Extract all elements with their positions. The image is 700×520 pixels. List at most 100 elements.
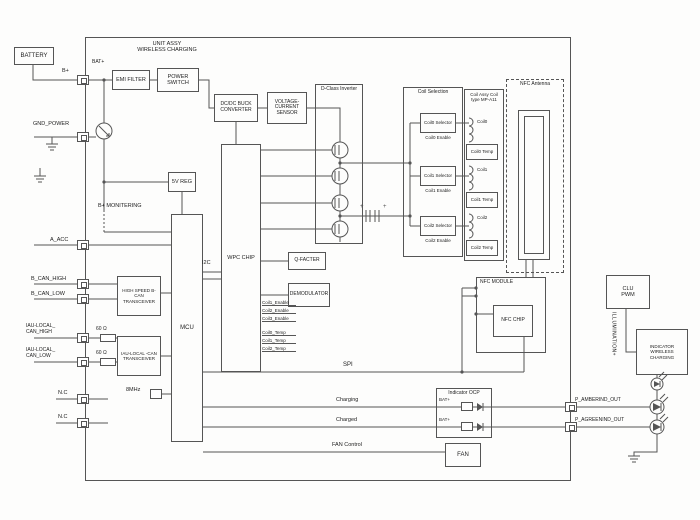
net-coil3-enable: Coil3_Enable <box>262 316 296 323</box>
nfc-antenna-loop-inner <box>524 116 544 254</box>
coil1-selector-box: Coil1 Selector <box>420 166 456 186</box>
reg-5v-block: 5V REG <box>168 172 196 192</box>
bcan-transceiver-block: HIGH SPEED B-CAN TRANSCEIVER <box>117 276 161 316</box>
indicator-wireless-label: INDICATOR WIRELESS CHARGING <box>649 344 675 360</box>
coil2-selector-box: Coil2 Selector <box>420 216 456 236</box>
iau-can-transceiver-block: IAU-LOCAL -CAN TRANSCEIVER <box>117 336 161 376</box>
charged-label: Charged <box>336 417 358 423</box>
ocp-bat2-label: BAT+ <box>439 417 451 422</box>
connector-iau-can-high <box>77 333 89 343</box>
crystal-8mhz <box>150 389 162 399</box>
coil-assy-label: Coil Assy Coil type MP-A11 <box>470 92 498 103</box>
q-facter-block: Q-FACTER <box>288 252 326 270</box>
coil1-enable-label: Coil1 Enable <box>425 188 451 193</box>
coil2-enable-label: Coil2 Enable <box>425 238 451 243</box>
coil0-selector-box: Coil0 Selector <box>420 113 456 133</box>
demodulator-block: DEMODULATOR <box>288 283 330 307</box>
demodulator-label: DEMODULATOR <box>289 291 329 298</box>
connector-green-out <box>565 422 577 432</box>
net-coil0-temp: Coil0_Temp <box>262 330 296 337</box>
indicator-ocp-block: Indicator OCP <box>436 388 492 438</box>
illumination-label: ILLUMINATION+ <box>610 312 617 357</box>
mcu-label: MCU <box>180 324 194 331</box>
coil2-label: Coil2 <box>477 215 488 220</box>
pin-iau-can-high-label: IAU-LOCAL_ CAN_HIGH <box>26 323 56 335</box>
pin-iau-can-low-label: IAU-LOCAL_ CAN_LOW <box>26 347 56 359</box>
voltage-current-sensor-label: VOLTAGE-CURRENT SENSOR <box>274 98 300 116</box>
resistor-60ohm-1 <box>100 334 116 342</box>
iau-can-transceiver-label: IAU-LOCAL -CAN TRANSCEIVER <box>121 350 157 361</box>
coil1-label: Coil1 <box>477 167 488 172</box>
clu-pwm-block: CLU PWM <box>606 275 650 309</box>
coil0-selector-label: Coil0 Selector <box>423 120 452 126</box>
ground-acc-wires <box>34 136 171 246</box>
coil0-temp-label: Coil0 Temp <box>470 149 494 155</box>
net-coil2-temp: Coil2_Temp <box>262 346 296 353</box>
emi-filter-block: EMI FILTER <box>112 70 150 90</box>
coil2-temp-label: Coil2 Temp <box>470 245 494 251</box>
power-switch-block: POWER SWITCH <box>157 68 199 92</box>
coil-assy-block: Coil Assy Coil type MP-A11 <box>464 89 504 261</box>
coil2-temp-box: Coil2 Temp <box>466 240 498 256</box>
connector-b-plus <box>77 75 89 85</box>
pin-b-can-low-label: B_CAN_LOW <box>31 291 65 297</box>
nfc-chip-block: NFC CHIP <box>493 305 533 337</box>
b-monitoring-label: B+ MONITERING <box>98 203 142 209</box>
power-fet-mark <box>98 125 110 137</box>
nfc-module-block: NFC MODULE <box>476 277 546 353</box>
fan-label: FAN <box>457 451 469 458</box>
pin-b-plus-label: B+ <box>62 68 69 74</box>
ground-symbols <box>34 143 640 463</box>
coil-selection-label: Coil Selection <box>417 89 449 95</box>
net-coil2-enable: Coil2_Enable <box>262 308 296 315</box>
fan-block: FAN <box>445 443 481 467</box>
connector-nc1 <box>77 394 89 404</box>
connector-gnd-power <box>77 132 89 142</box>
connector-b-can-high <box>77 279 89 289</box>
ocp-fuse2 <box>461 422 473 431</box>
spi-label: SPI <box>343 362 353 368</box>
battery-block: BATTERY <box>14 47 54 65</box>
battery-rail-wires <box>103 80 183 233</box>
d-class-inverter-label: D-Class Inverter <box>320 86 358 92</box>
clu-pwm-label: CLU PWM <box>621 285 635 298</box>
pin-nc2-label: N.C <box>58 414 68 420</box>
nfc-antenna-block: NFC Antenna <box>506 79 564 273</box>
connector-nc2 <box>77 418 89 428</box>
p-amberind-out-label: P_AMBERIND_OUT <box>575 397 621 403</box>
nfc-module-label: NFC MODULE <box>480 279 514 285</box>
reg-5v-label: 5V REG <box>171 178 193 185</box>
crystal-8mhz-label: 8MHz <box>126 387 141 393</box>
dcdc-buck-label: DC/DC BUCK CONVERTER <box>220 101 252 113</box>
p-agreenind-out-label: P_AGREENIND_OUT <box>575 417 625 423</box>
coil-inductor-symbols <box>468 117 474 239</box>
coil2-selector-label: Coil2 Selector <box>423 223 452 229</box>
bat-plus-label: BAT+ <box>92 59 105 65</box>
indicator-wireless-block: INDICATOR WIRELESS CHARGING <box>636 329 688 375</box>
pin-nc1-label: N.C <box>58 390 68 396</box>
resistor-60ohm-1-label: 60 Ω <box>96 326 107 332</box>
emi-filter-label: EMI FILTER <box>116 76 146 83</box>
nfc-antenna-label: NFC Antenna <box>519 81 551 87</box>
coil0-label: Coil0 <box>477 119 488 124</box>
wpc-chip-block: WPC CHIP <box>221 144 261 372</box>
charging-label: Charging <box>336 397 359 403</box>
coil0-temp-box: Coil0 Temp <box>466 144 498 160</box>
led-diode-marks <box>653 381 661 431</box>
power-switch-label: POWER SWITCH <box>167 73 189 86</box>
q-facter-label: Q-FACTER <box>294 257 320 264</box>
nfc-antenna-loop-outer <box>518 110 550 260</box>
dcdc-buck-block: DC/DC BUCK CONVERTER <box>214 94 258 122</box>
cap-plus-right: + <box>383 204 387 210</box>
ocp-bat1-label: BAT+ <box>439 397 451 402</box>
coil1-selector-label: Coil1 Selector <box>423 173 452 179</box>
connector-a-acc <box>77 240 89 250</box>
ocp-fuse1 <box>461 402 473 411</box>
net-coil1-enable: Coil1_Enable <box>262 300 296 307</box>
net-coil1-temp: Coil1_Temp <box>262 338 296 345</box>
wpc-chip-label: WPC CHIP <box>227 254 255 261</box>
indicator-ocp-label: Indicator OCP <box>448 390 480 396</box>
resistor-60ohm-2 <box>100 358 116 366</box>
unit-assy-title: UNIT ASSY WIRELESS CHARGING <box>137 41 197 54</box>
